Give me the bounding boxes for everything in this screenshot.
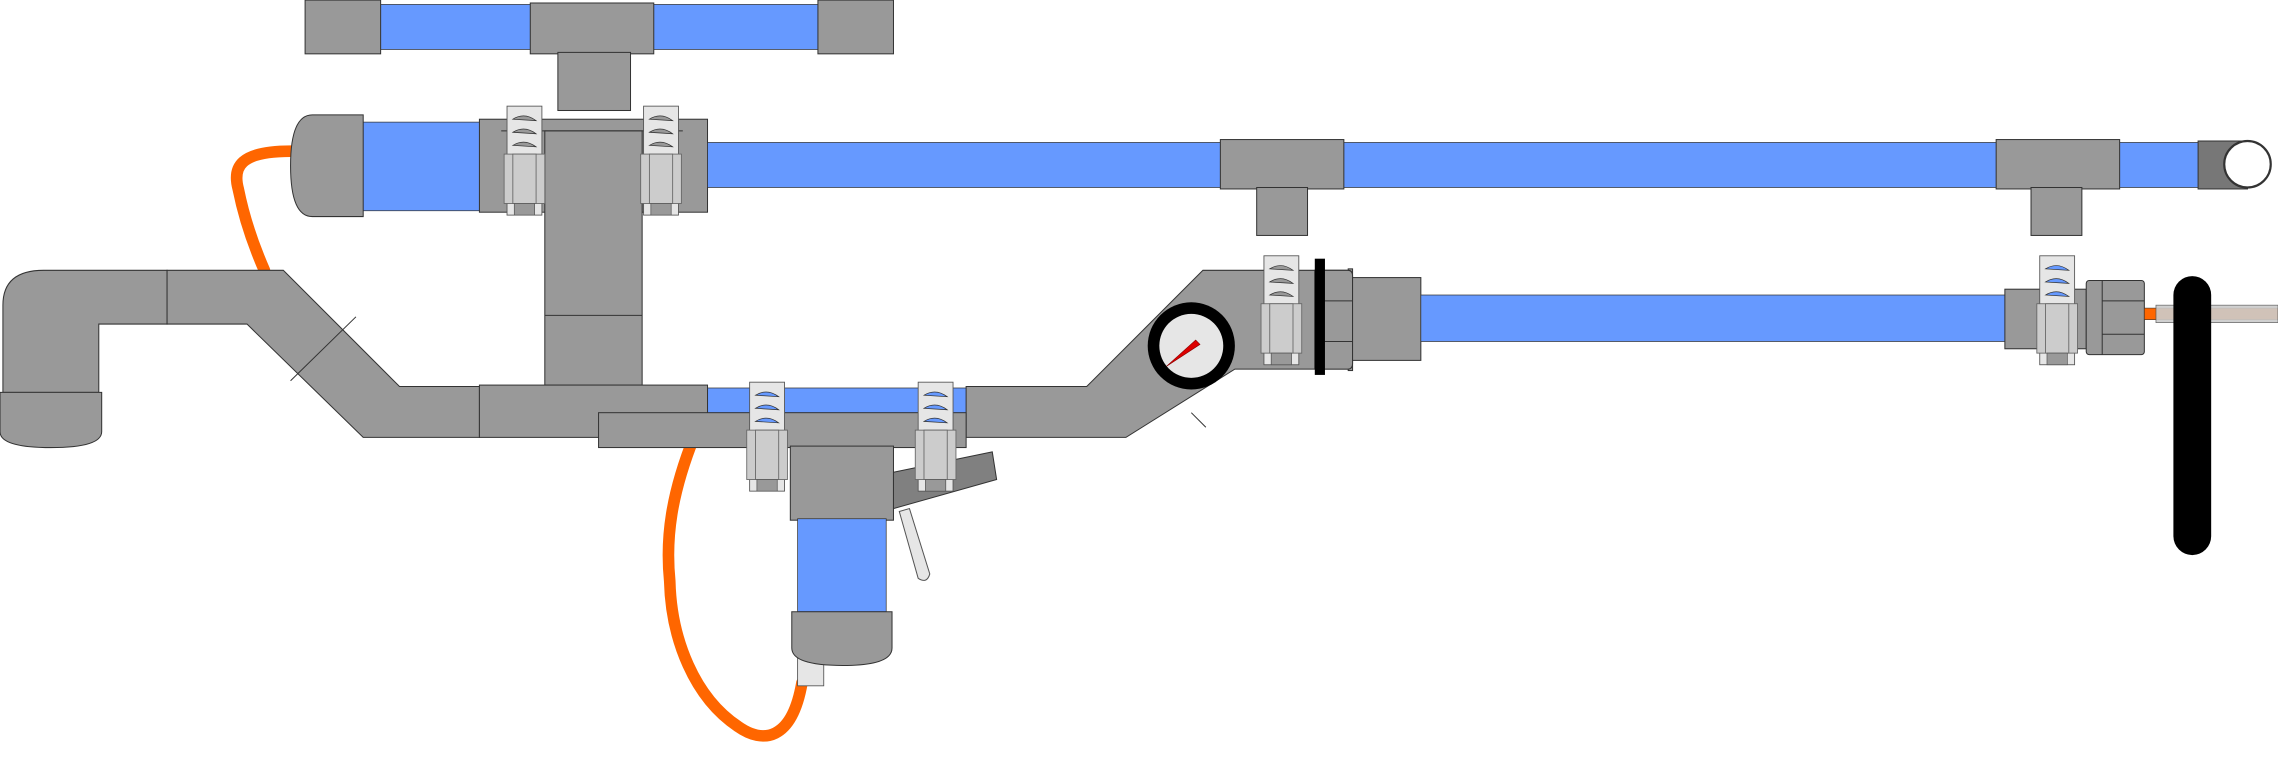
long-pipe (707, 142, 2205, 188)
left-end-cap (290, 114, 364, 218)
lower-stem (789, 445, 894, 521)
tee-2 (1995, 139, 2121, 190)
tee-2-stem (2030, 186, 2083, 236)
left-pipe-stub (359, 121, 483, 212)
lower-end-cap (791, 611, 893, 666)
hose-bottom (662, 430, 808, 742)
hose-left (230, 145, 297, 277)
hose-clamp-icon (914, 381, 957, 492)
tee-1-stem (1256, 186, 1309, 236)
diagonal-pipe-left (166, 269, 480, 438)
right-pipe (1420, 294, 2009, 342)
tee-1 (1219, 139, 1345, 190)
right-union (2085, 279, 2145, 356)
hose-clamp-icon (2036, 255, 2078, 366)
hose-clamp-icon (640, 105, 682, 216)
black-gasket (1314, 258, 1325, 375)
center-riser (544, 130, 643, 386)
top-stem (557, 51, 632, 112)
hose-clamp-icon (1260, 255, 1303, 366)
left-cap-bottom (0, 391, 103, 449)
valve-handle[interactable] (2173, 276, 2212, 556)
left-elbow (2, 269, 168, 393)
hose-clamp-icon (746, 381, 788, 492)
pressure-gauge-icon (1147, 302, 1235, 390)
reducer (1352, 277, 1422, 361)
lower-blue-pipe (797, 518, 887, 613)
pipe-end-opening (2223, 139, 2272, 189)
top-tee (529, 2, 655, 55)
hose-clamp-icon (503, 105, 546, 216)
top-right-cap (817, 0, 894, 55)
top-left-cap (304, 0, 382, 55)
